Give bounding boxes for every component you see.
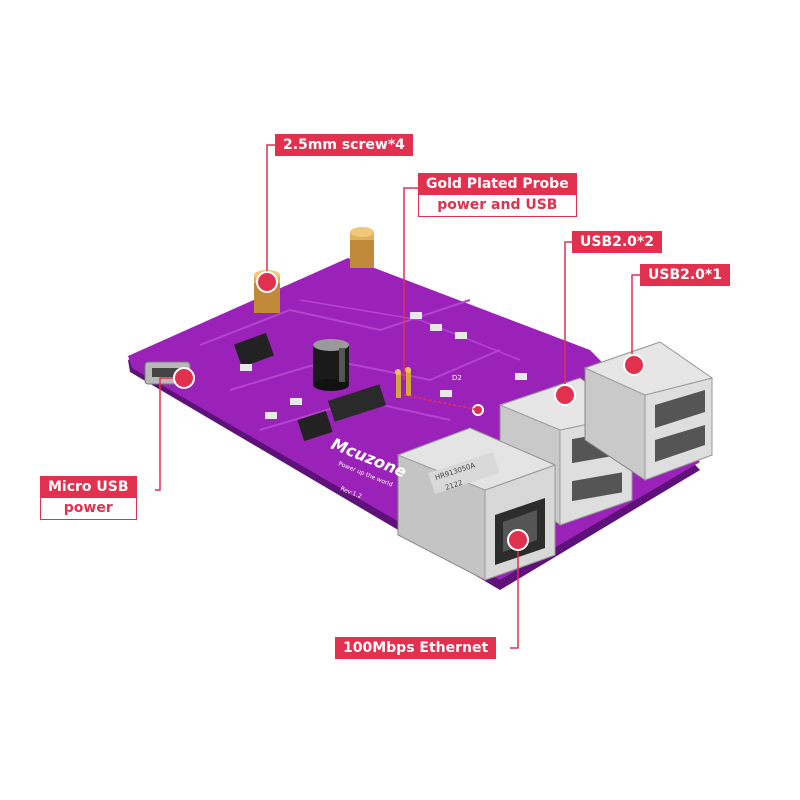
callout-probe-subtitle: power and USB: [418, 195, 577, 217]
marker-usb2x2: [554, 384, 576, 406]
trace: [199, 299, 471, 346]
callout-usb-single-title: USB2.0*1: [640, 264, 730, 286]
callout-line-usb2x1: [631, 274, 640, 365]
callout-probe: Gold Plated Probe power and USB: [418, 173, 577, 217]
callout-line-ethernet: [510, 540, 519, 649]
smd-component: [265, 412, 277, 419]
smd-component: [240, 364, 252, 371]
trace: [299, 299, 521, 361]
smd-component: [515, 373, 527, 380]
callout-ethernet-title: 100Mbps Ethernet: [335, 637, 497, 659]
marker-ethernet: [507, 529, 529, 551]
usb-port-stack-single: [583, 341, 714, 481]
gold-probe-pins: [395, 367, 411, 398]
marker-screw: [256, 271, 278, 293]
callout-line-probe-branch: [403, 394, 479, 411]
diode-label: D2: [452, 374, 462, 382]
callout-micro-usb-title: Micro USB: [40, 476, 137, 498]
callout-usb-single: USB2.0*1: [640, 264, 730, 286]
marker-usb2x1: [623, 354, 645, 376]
ic-chip: [297, 410, 333, 442]
callout-lines: [155, 144, 640, 649]
smd-component: [455, 332, 467, 339]
ic-chip: [233, 332, 275, 368]
smd-component: [410, 312, 422, 319]
standoff-screw-back: [350, 227, 374, 268]
callout-usb-double: USB2.0*2: [572, 231, 662, 253]
callout-line-usb2x2: [564, 241, 572, 395]
callout-ethernet: 100Mbps Ethernet: [335, 637, 497, 659]
ic-chip: [327, 384, 387, 422]
smd-component: [440, 390, 452, 397]
capacitor: [313, 339, 349, 391]
callout-line-screw: [266, 144, 275, 278]
callout-line-probe: [403, 187, 418, 380]
callout-markers: [173, 271, 645, 551]
callout-screw-title: 2.5mm screw*4: [275, 134, 413, 156]
callout-micro-usb-subtitle: power: [40, 498, 137, 520]
callout-screw: 2.5mm screw*4: [275, 134, 413, 156]
callout-micro-usb: Micro USB power: [40, 476, 137, 520]
smd-component: [290, 398, 302, 405]
trace: [229, 349, 501, 391]
marker-microusb: [173, 367, 195, 389]
callout-usb-double-title: USB2.0*2: [572, 231, 662, 253]
callout-probe-title: Gold Plated Probe: [418, 173, 577, 195]
smd-component: [430, 324, 442, 331]
callout-line-microusb: [155, 377, 185, 491]
